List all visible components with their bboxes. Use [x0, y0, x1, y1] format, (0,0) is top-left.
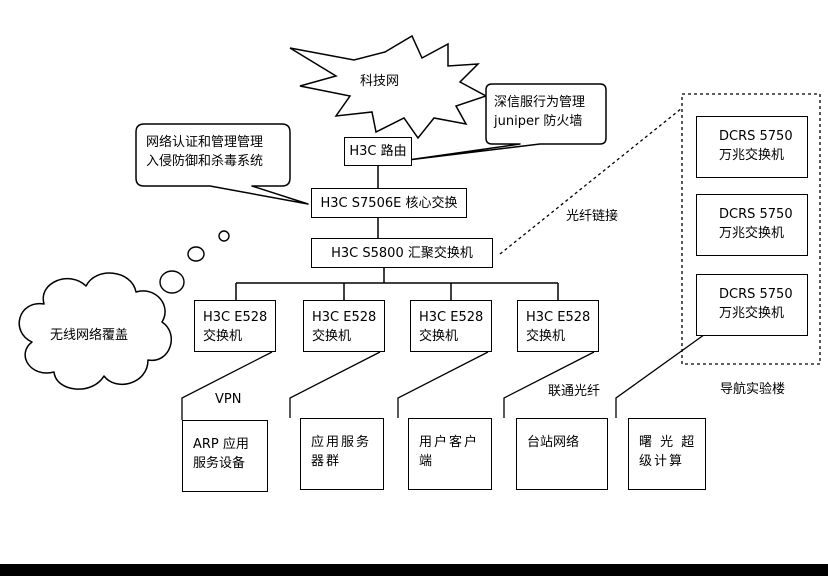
core-switch-node: H3C S7506E 核心交换: [311, 188, 467, 218]
security-callout-text: 网络认证和管理管理 入侵防御和杀毒系统: [146, 135, 264, 169]
router-node: H3C 路由: [344, 137, 412, 166]
fiber-dashed-link: [499, 107, 683, 255]
internet-burst-shape: [289, 34, 488, 140]
access-switch-4: H3C E528 交换机: [517, 300, 599, 352]
wireless-cloud-label: 无线网络覆盖: [50, 328, 129, 343]
service-user-clients: 用户客户 端: [408, 418, 492, 490]
bottom-border-bar: [0, 564, 828, 576]
service-app-servers: 应用服务 器群: [300, 418, 384, 490]
dcrs-switch-3: DCRS 5750 万兆交换机: [696, 274, 808, 336]
cable-service-1: [181, 351, 273, 420]
security-callout-shape: [135, 123, 309, 205]
cable-service-4: [503, 351, 595, 418]
unicom-fiber-label: 联通光纤: [548, 384, 601, 399]
vpn-label: VPN: [215, 392, 242, 407]
nav-building-label: 导航实验楼: [720, 382, 786, 397]
dcrs-switch-2: DCRS 5750 万兆交换机: [696, 194, 808, 256]
service-supercomputing: 曙 光 超 级计算: [628, 418, 706, 490]
access-switch-1: H3C E528 交换机: [194, 300, 276, 352]
firewall-callout-text: 深信服行为管理 juniper 防火墙: [494, 95, 586, 129]
access-switch-3: H3C E528 交换机: [410, 300, 492, 352]
access-switch-2: H3C E528 交换机: [303, 300, 385, 352]
dcrs-switch-1: DCRS 5750 万兆交换机: [696, 116, 808, 178]
cable-service-3: [397, 351, 489, 418]
cable-service-2: [289, 351, 381, 418]
wireless-cloud-shape: [18, 272, 173, 390]
thought-dot-small: [218, 230, 230, 242]
internet-cloud-label: 科技网: [360, 74, 400, 89]
nav-building-enclosure: [681, 93, 821, 365]
service-station-network: 台站网络: [516, 418, 608, 490]
thought-dot-large: [159, 270, 185, 294]
service-arp: ARP 应用 服务设备: [182, 420, 268, 492]
aggregation-switch-node: H3C S5800 汇聚交换机: [311, 238, 493, 268]
cable-service-5: [615, 331, 709, 418]
firewall-callout-shape: [407, 83, 607, 161]
thought-dot-medium: [187, 246, 205, 262]
fiber-link-label: 光纤链接: [566, 209, 619, 224]
